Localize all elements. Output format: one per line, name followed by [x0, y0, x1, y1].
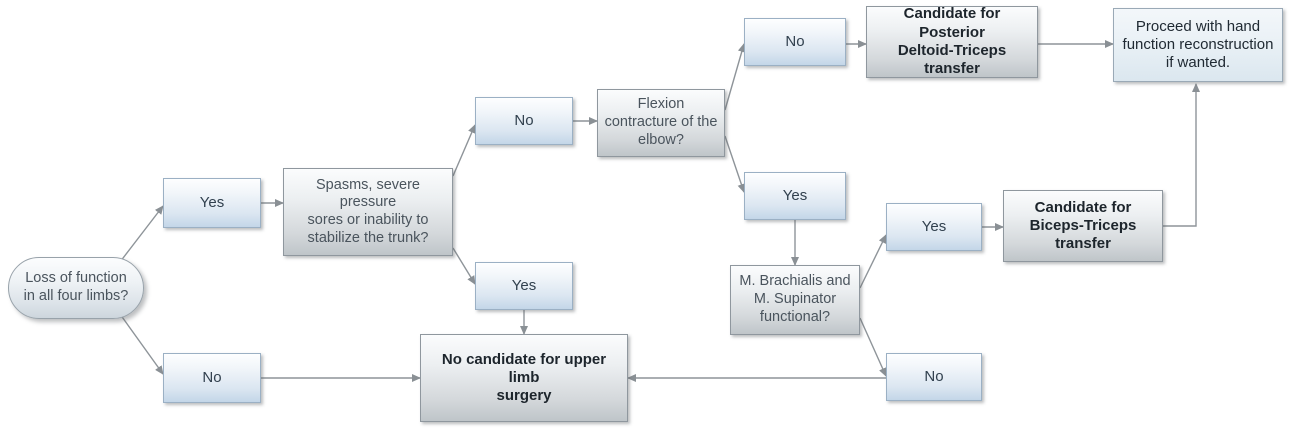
node-label-brachialis: M. Brachialis and M. Supinator functiona… [739, 273, 851, 325]
node-label-biceps: Candidate for Biceps-Triceps transfer [1029, 198, 1137, 253]
edge-flexion-yes3 [724, 135, 746, 193]
node-label-yes4: Yes [921, 217, 947, 235]
node-label-start: Loss of function in all four limbs? [23, 270, 129, 304]
node-no3[interactable]: No [744, 18, 846, 66]
edge-brachialis-no4 [859, 317, 887, 377]
node-yes3[interactable]: Yes [744, 172, 846, 220]
node-label-flexion: Flexion contracture of the elbow? [604, 96, 718, 148]
node-yes4[interactable]: Yes [886, 203, 982, 251]
node-no4[interactable]: No [886, 353, 982, 401]
edge-biceps-proceed [1163, 83, 1200, 227]
node-label-yes3: Yes [782, 186, 808, 204]
edge-start-no1 [119, 313, 164, 375]
node-label-posterior: Candidate for Posterior Deltoid-Triceps … [897, 5, 1007, 78]
node-no1[interactable]: No [163, 353, 261, 403]
node-label-nocandidate: No candidate for upper limb surgery [441, 350, 607, 405]
edge-spasms-yes2 [452, 247, 476, 285]
edge-start-yes1 [119, 205, 164, 263]
node-label-proceed: Proceed with hand function reconstructio… [1122, 17, 1274, 72]
node-nocandidate[interactable]: No candidate for upper limb surgery [420, 334, 628, 422]
edge-flexion-no3 [724, 43, 746, 111]
node-proceed[interactable]: Proceed with hand function reconstructio… [1113, 8, 1283, 82]
node-brachialis[interactable]: M. Brachialis and M. Supinator functiona… [730, 265, 860, 335]
node-biceps[interactable]: Candidate for Biceps-Triceps transfer [1003, 190, 1163, 262]
node-label-yes2: Yes [511, 276, 537, 294]
node-yes1[interactable]: Yes [163, 178, 261, 228]
node-no2[interactable]: No [475, 97, 573, 145]
node-label-no2: No [514, 111, 534, 129]
node-yes2[interactable]: Yes [475, 262, 573, 310]
node-label-no1: No [202, 368, 222, 386]
node-label-yes1: Yes [199, 193, 225, 211]
node-flexion[interactable]: Flexion contracture of the elbow? [597, 89, 725, 157]
node-posterior[interactable]: Candidate for Posterior Deltoid-Triceps … [866, 5, 1038, 78]
node-label-no4: No [924, 367, 944, 385]
edge-spasms-no2 [452, 124, 476, 177]
node-label-no3: No [785, 32, 805, 50]
node-label-spasms: Spasms, severe pressure sores or inabili… [307, 176, 429, 246]
node-start[interactable]: Loss of function in all four limbs? [8, 257, 144, 319]
edge-brachialis-yes4 [859, 234, 887, 289]
node-spasms[interactable]: Spasms, severe pressure sores or inabili… [283, 168, 453, 256]
